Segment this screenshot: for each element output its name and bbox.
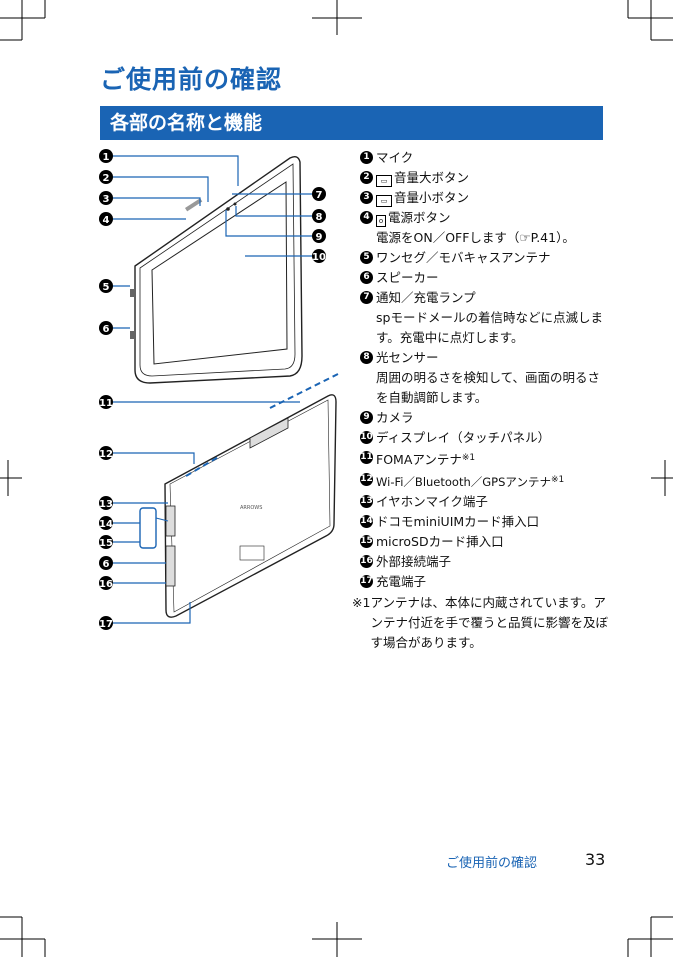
part-desc: 周囲の明るさを検知して、画面の明るさを自動調節します。 [376, 370, 601, 405]
part-name: FOMAアンテナ [376, 452, 462, 467]
front-callouts-left: 1 2 3 4 5 6 [99, 149, 113, 335]
callout-2: 2 [103, 173, 110, 184]
part-number: 7 [360, 291, 373, 304]
part-name: ドコモminiUIMカード挿入口 [376, 514, 540, 529]
volume-up-key-icon: ▭ [376, 175, 392, 187]
part-name: 外部接続端子 [376, 554, 452, 569]
part-number: 5 [360, 251, 373, 264]
part-number: 8 [360, 351, 373, 364]
part-number: 14 [360, 515, 373, 528]
callout-15: 15 [99, 538, 113, 549]
part-name: スピーカー [376, 270, 439, 285]
volume-down-key-icon: ▭ [376, 195, 392, 207]
callout-1: 1 [103, 152, 110, 163]
device-illustration: ARROWS 1 2 3 4 5 6 7 8 [99, 149, 339, 630]
part-number: 11 [360, 451, 373, 464]
power-key-icon: o [376, 215, 386, 227]
callout-3: 3 [103, 194, 110, 205]
part-name: イヤホンマイク端子 [376, 494, 488, 509]
part-name: 電源ボタン [388, 210, 451, 225]
part-desc: spモードメールの着信時などに点滅します。充電中に点灯します。 [376, 310, 603, 345]
callout-5: 5 [103, 282, 110, 293]
part-number: 16 [360, 555, 373, 568]
callout-16: 16 [99, 579, 113, 590]
part-name: ディスプレイ（タッチパネル） [376, 430, 551, 445]
part-number: 2 [360, 171, 373, 184]
part-number: 12 [360, 473, 373, 486]
part-name: Wi-Fi／Bluetooth／GPSアンテナ [376, 475, 551, 489]
callout-11: 11 [99, 398, 113, 409]
part-number: 15 [360, 535, 373, 548]
page-number: 33 [585, 850, 606, 869]
footnote: ※1 アンテナは、本体に内蔵されています。アンテナ付近を手で覆うと品質に影響を及… [352, 593, 610, 653]
footer-section-label: ご使用前の確認 [446, 856, 538, 871]
callout-10: 10 [312, 252, 326, 263]
part-number: 9 [360, 411, 373, 424]
part-item: 3▭音量小ボタン [360, 188, 610, 208]
footnote-text: アンテナは、本体に内蔵されています。アンテナ付近を手で覆うと品質に影響を及ぼす場… [370, 595, 608, 650]
part-name: microSDカード挿入口 [376, 534, 504, 549]
part-name: カメラ [376, 410, 414, 425]
section-title: ご使用前の確認 [100, 65, 283, 94]
callout-6-back: 6 [103, 559, 110, 570]
callout-12: 12 [99, 449, 113, 460]
back-callouts: 11 12 13 14 15 6 16 17 [99, 395, 113, 630]
part-number: 17 [360, 575, 373, 588]
callout-9: 9 [316, 232, 323, 243]
part-number: 13 [360, 495, 373, 508]
part-number: 6 [360, 271, 373, 284]
part-name: ワンセグ／モバキャスアンテナ [376, 250, 551, 265]
callout-14: 14 [99, 519, 113, 530]
callout-13: 13 [99, 499, 113, 510]
part-name: マイク [376, 150, 414, 165]
part-name: 光センサー [376, 350, 439, 365]
brand-logo: ARROWS [240, 505, 262, 511]
part-number: 3 [360, 191, 373, 204]
part-number: 1 [360, 151, 373, 164]
tablet-front-view [130, 155, 303, 384]
footnote-ref: ※1 [550, 475, 565, 485]
footnote-ref: ※1 [461, 453, 476, 463]
callout-7: 7 [316, 190, 323, 201]
part-item: 2▭音量大ボタン [360, 168, 610, 188]
callout-4: 4 [103, 215, 110, 226]
part-number: 10 [360, 431, 373, 444]
part-name: 充電端子 [376, 574, 427, 589]
callout-6: 6 [103, 324, 110, 335]
part-name: 音量小ボタン [394, 190, 470, 205]
callout-8: 8 [316, 212, 323, 223]
part-number: 4 [360, 211, 373, 224]
part-name: 通知／充電ランプ [376, 290, 476, 305]
subsection-heading: 各部の名称と機能 [100, 106, 603, 140]
part-desc: 電源をON／OFFします（☞P.41）。 [376, 230, 575, 245]
tablet-back-view: ARROWS [164, 394, 337, 618]
footnote-mark: ※1 [352, 595, 371, 610]
callout-17: 17 [99, 619, 113, 630]
front-callouts-right: 7 8 9 10 [312, 187, 326, 263]
part-name: 音量大ボタン [394, 170, 470, 185]
